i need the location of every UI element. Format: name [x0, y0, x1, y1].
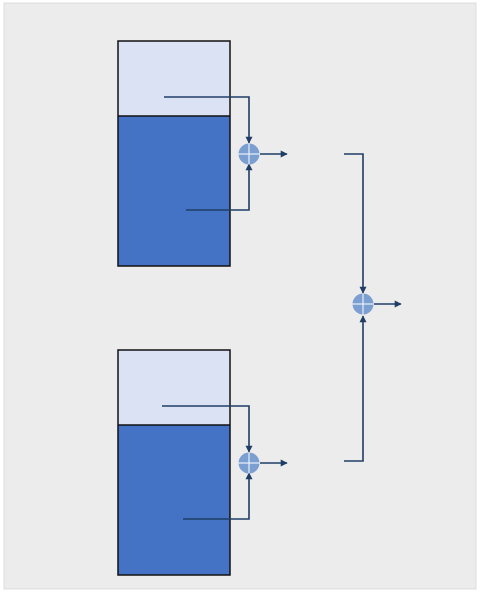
lower-light-to-sum-arrow	[162, 405, 253, 453]
lower-dark-to-sum-arrow	[183, 472, 253, 520]
upper-block-light-segment	[118, 41, 230, 116]
final-sum-junction-icon	[352, 293, 374, 315]
upper-light-to-sum-arrow	[164, 96, 253, 144]
lower-branch-to-final-sum-arrow	[344, 315, 367, 462]
upper-dark-to-sum-arrow	[186, 163, 253, 211]
lower-sum-junction-icon	[238, 452, 260, 474]
lower-block-outline	[117, 349, 231, 576]
upper-block	[117, 40, 231, 267]
upper-block-outline	[117, 40, 231, 267]
background-panel	[3, 2, 477, 590]
upper-block-dark-segment	[118, 116, 230, 266]
lower-block	[117, 349, 231, 576]
upper-branch-to-final-sum-arrow	[344, 153, 367, 294]
lower-block-dark-segment	[118, 425, 230, 575]
upper-sum-junction-icon	[238, 143, 260, 165]
lower-block-light-segment	[118, 350, 230, 425]
